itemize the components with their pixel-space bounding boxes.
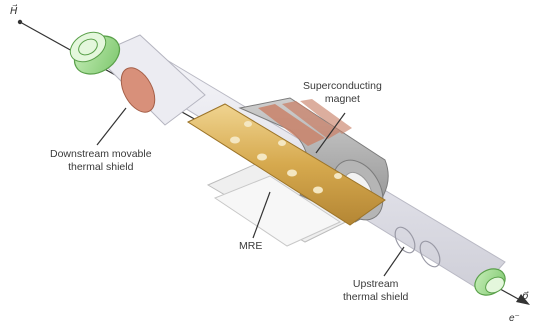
label-upstream-shield: Upstream thermal shield	[343, 278, 408, 304]
label-downstream-shield: Downstream movable thermal shield	[50, 148, 152, 174]
label-upstream-shield-line2: thermal shield	[343, 291, 408, 304]
h-axis-dot	[18, 20, 22, 24]
leader-upstream-shield	[384, 247, 404, 276]
symbol-electron: e⁻	[509, 313, 520, 324]
label-superconducting-magnet-line2: magnet	[303, 93, 382, 106]
label-downstream-shield-line2: thermal shield	[50, 161, 152, 174]
symbol-p-vector: p⃗	[522, 291, 528, 302]
label-downstream-shield-line1: Downstream movable	[50, 148, 152, 161]
label-superconducting-magnet-line1: Superconducting	[303, 80, 382, 93]
label-mre: MRE	[239, 240, 262, 253]
leader-downstream-shield	[97, 108, 126, 145]
label-upstream-shield-line1: Upstream	[343, 278, 408, 291]
label-mre-text: MRE	[239, 240, 262, 253]
symbol-h-vector: H⃗	[10, 6, 18, 17]
label-superconducting-magnet: Superconducting magnet	[303, 80, 382, 106]
